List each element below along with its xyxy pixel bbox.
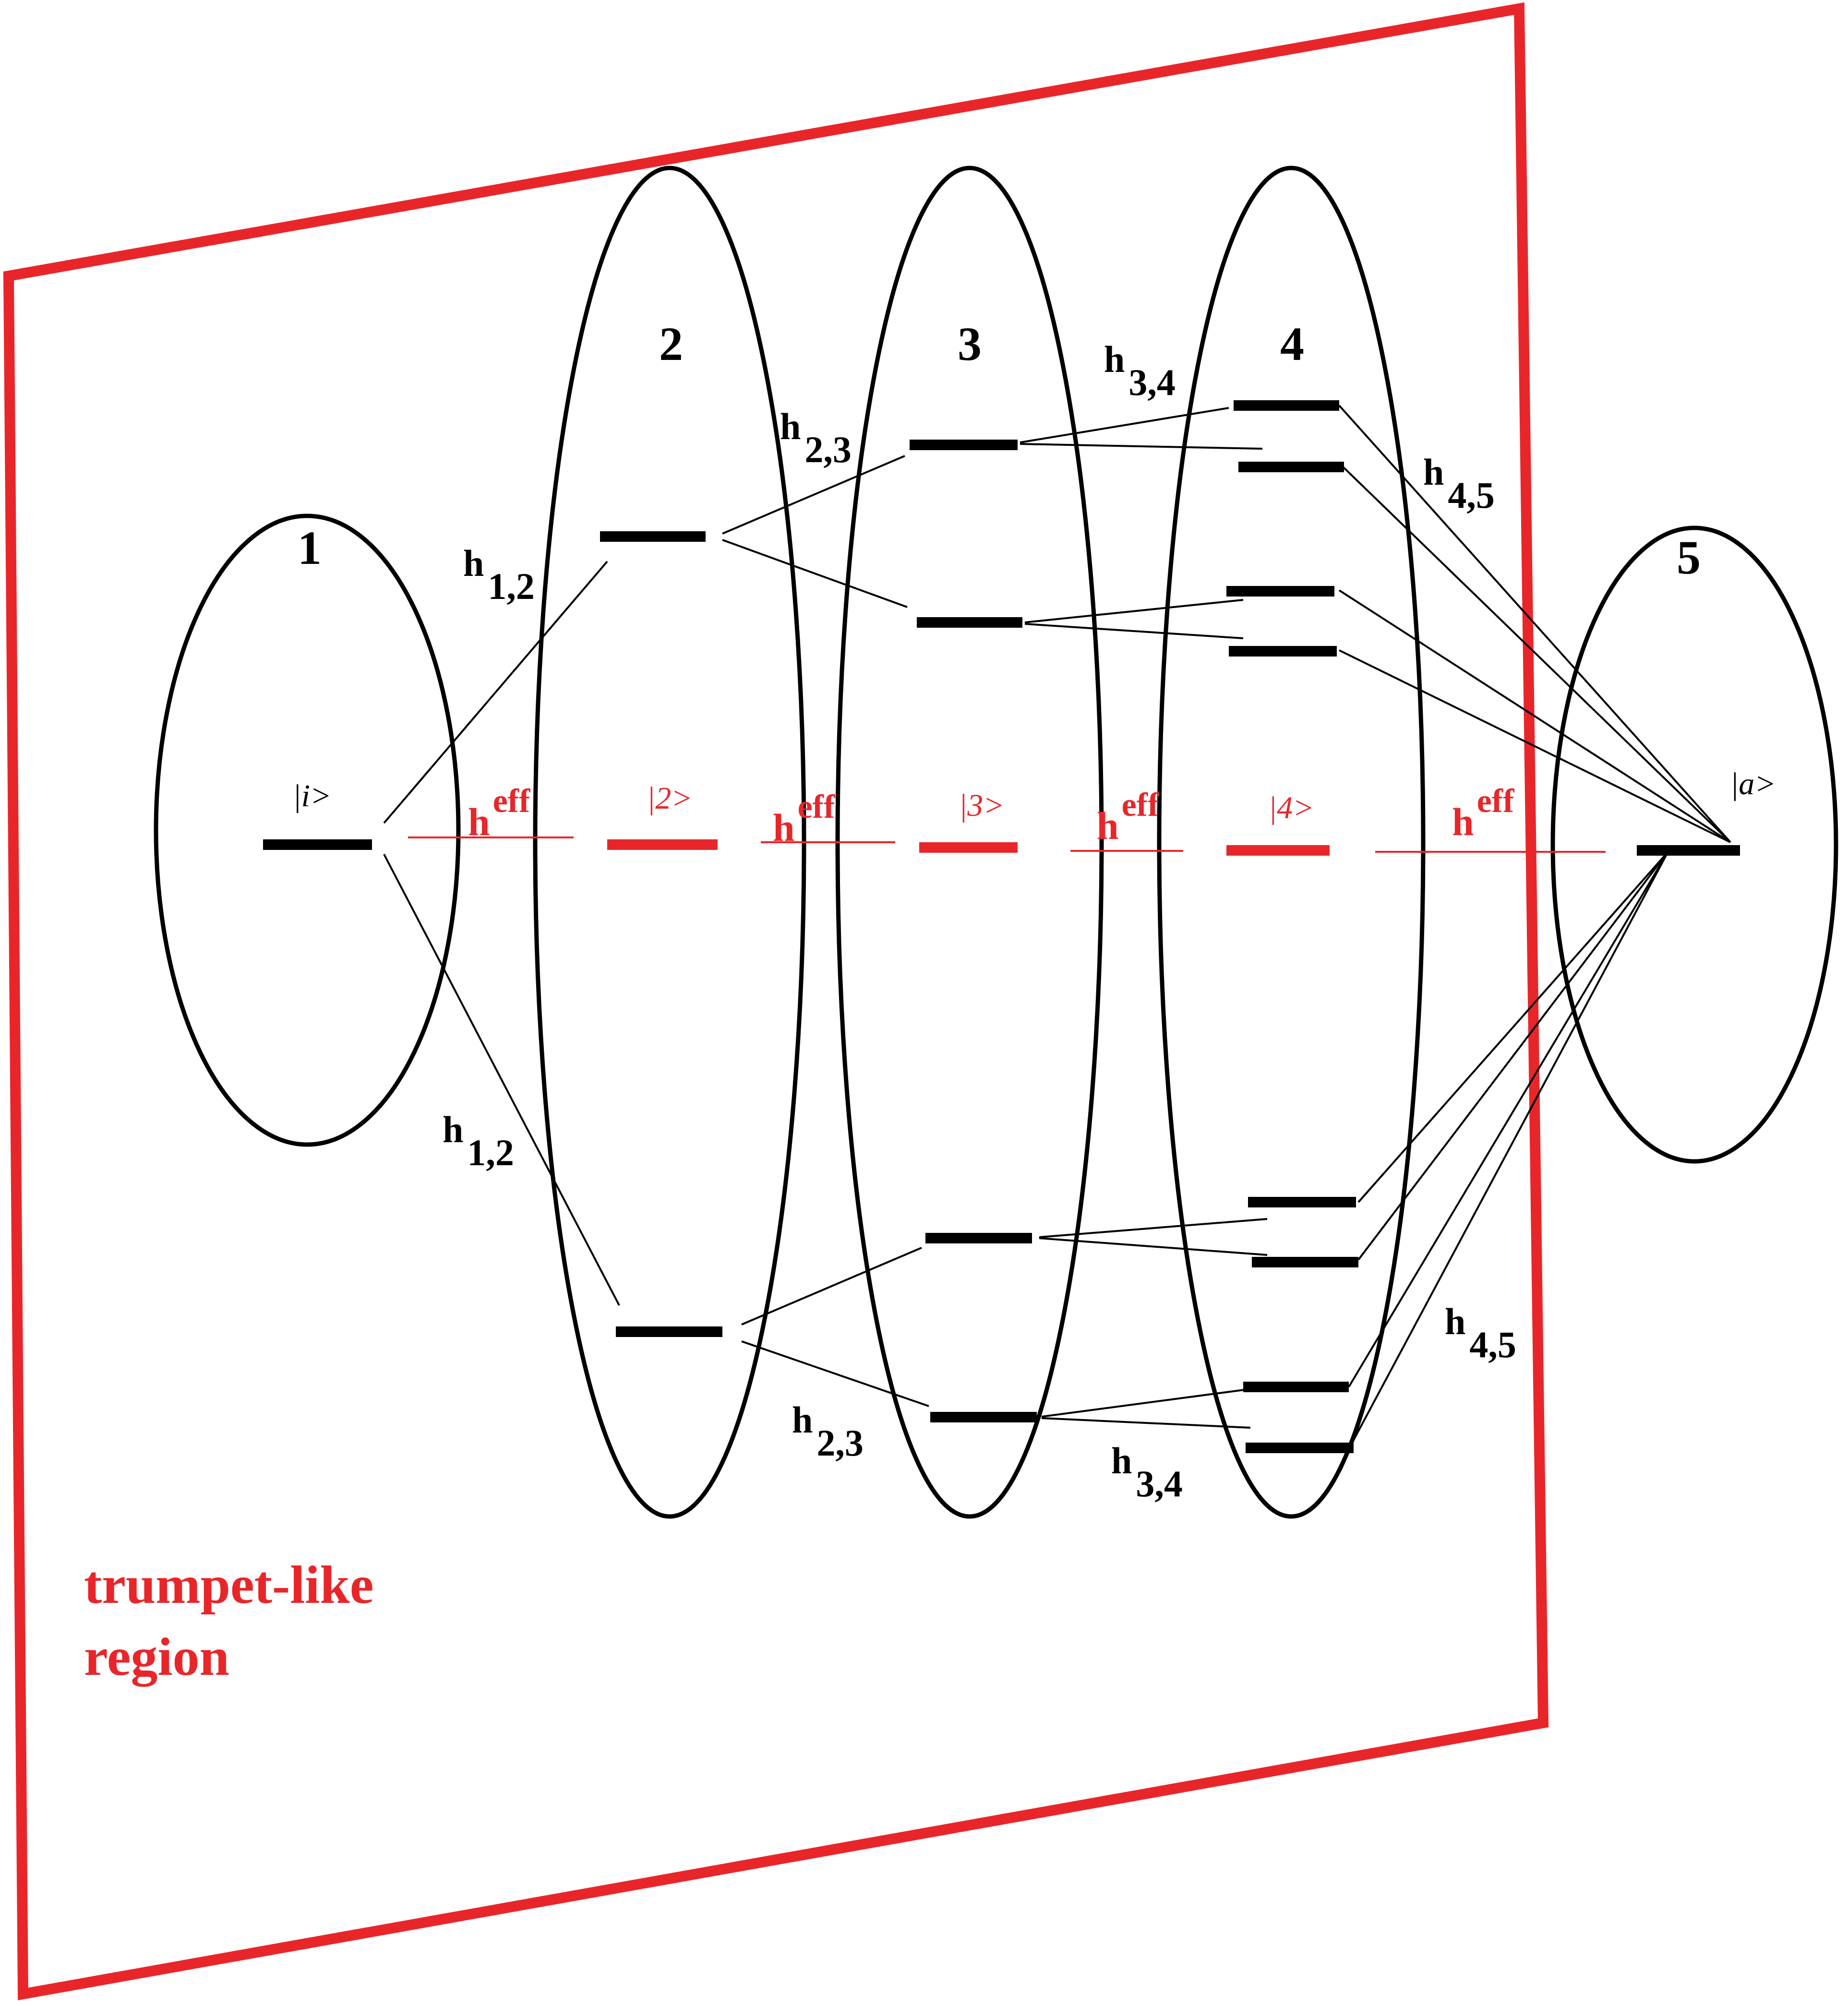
h12-bottom-sub: 1,2 [467,1132,514,1173]
h12-top-label: h1,2 [463,542,535,607]
h23-bottom-label: h2,3 [792,1399,864,1464]
heff-4-base: h [1452,800,1474,844]
heff-2-sup: eff [798,788,835,825]
coupling-line [1348,851,1669,1388]
coupling-line [722,455,905,535]
coupling-line [1020,443,1263,450]
effective-coupling-labels: heff heff heff heff [468,783,1514,849]
heff-2-base: h [773,806,795,849]
h45-bottom-base: h [1445,1301,1465,1342]
region-label-line2: region [84,1627,229,1687]
heff-label-1: heff [468,783,530,844]
state-initial-label: |i> [292,778,331,813]
coupling-line [1041,1417,1251,1429]
state-2-label: |2> [647,781,693,816]
coupling-line [383,854,620,1306]
h12-top-base: h [463,542,484,584]
coupling-line [1039,1237,1268,1256]
cluster-5-ellipse [1550,525,1838,1164]
h34-top-sub: 3,4 [1128,361,1176,403]
h12-top-sub: 1,2 [488,565,535,607]
h23-bottom-sub: 2,3 [816,1422,864,1464]
h12-bottom-base: h [443,1109,463,1150]
coupling-line [741,1247,922,1325]
h34-bottom-base: h [1111,1440,1132,1481]
coupling-line [1024,623,1244,639]
coupling-line [1357,851,1669,1261]
state-3-label: |3> [959,788,1005,823]
effective-state-bars [607,839,1330,856]
h34-top-label: h3,4 [1104,338,1176,403]
coupling-line [1338,405,1731,843]
coupling-line [1341,465,1731,843]
state-4-label: |4> [1268,790,1314,825]
coupling-line [1339,649,1731,843]
cluster-3-label: 3 [958,317,982,370]
region-label-line1: trumpet-like [84,1555,373,1615]
coupling-line [741,1340,929,1407]
h34-bottom-sub: 3,4 [1136,1463,1183,1504]
heff-label-2: heff [773,788,835,849]
heff-1-base: h [468,800,490,844]
coupling-line [1039,1218,1268,1238]
heff-4-sup: eff [1477,783,1514,820]
coupling-line [383,561,608,824]
h45-bottom-label: h4,5 [1445,1301,1516,1365]
coupling-line [1350,851,1669,1445]
h45-bottom-sub: 4,5 [1469,1324,1516,1365]
h23-top-label: h2,3 [780,406,852,470]
cluster-5-label: 5 [1677,531,1701,584]
energy-levels [263,400,1740,1453]
heff-3-sup: eff [1122,787,1159,824]
cluster-1-ellipse [154,513,461,1147]
heff-label-3: heff [1097,787,1159,848]
trumpet-region-frame [3,2,1549,2001]
coupling-line [722,539,908,608]
cluster-4-ellipse [1157,166,1426,1519]
h45-top-label: h4,5 [1423,451,1495,516]
cluster-4-label: 4 [1280,317,1304,370]
h45-top-sub: 4,5 [1448,474,1495,516]
coupling-line [1041,1388,1248,1418]
coupling-lines [383,405,1731,1445]
heff-label-4: heff [1452,783,1514,844]
h45-top-base: h [1423,451,1444,493]
cluster-1-label: 1 [298,521,322,574]
cluster-2-label: 2 [659,317,683,370]
h23-top-base: h [780,406,801,447]
coupling-line [1024,599,1244,623]
h12-bottom-label: h1,2 [443,1109,514,1173]
coupling-line [1020,407,1229,443]
state-a-label: |a> [1730,766,1776,801]
effective-coupling-lines [408,836,1606,853]
heff-1-sup: eff [493,783,530,820]
coupling-line [1338,589,1731,843]
coupling-labels: h1,2 h1,2 h2,3 h2,3 h3,4 h3,4 h4,5 h4,5 [443,338,1516,1504]
h34-top-base: h [1104,338,1125,380]
coupling-line [1357,851,1669,1203]
h34-bottom-label: h3,4 [1111,1440,1183,1504]
h23-top-sub: 2,3 [804,429,852,470]
heff-3-base: h [1097,804,1119,848]
h23-bottom-base: h [792,1399,813,1441]
